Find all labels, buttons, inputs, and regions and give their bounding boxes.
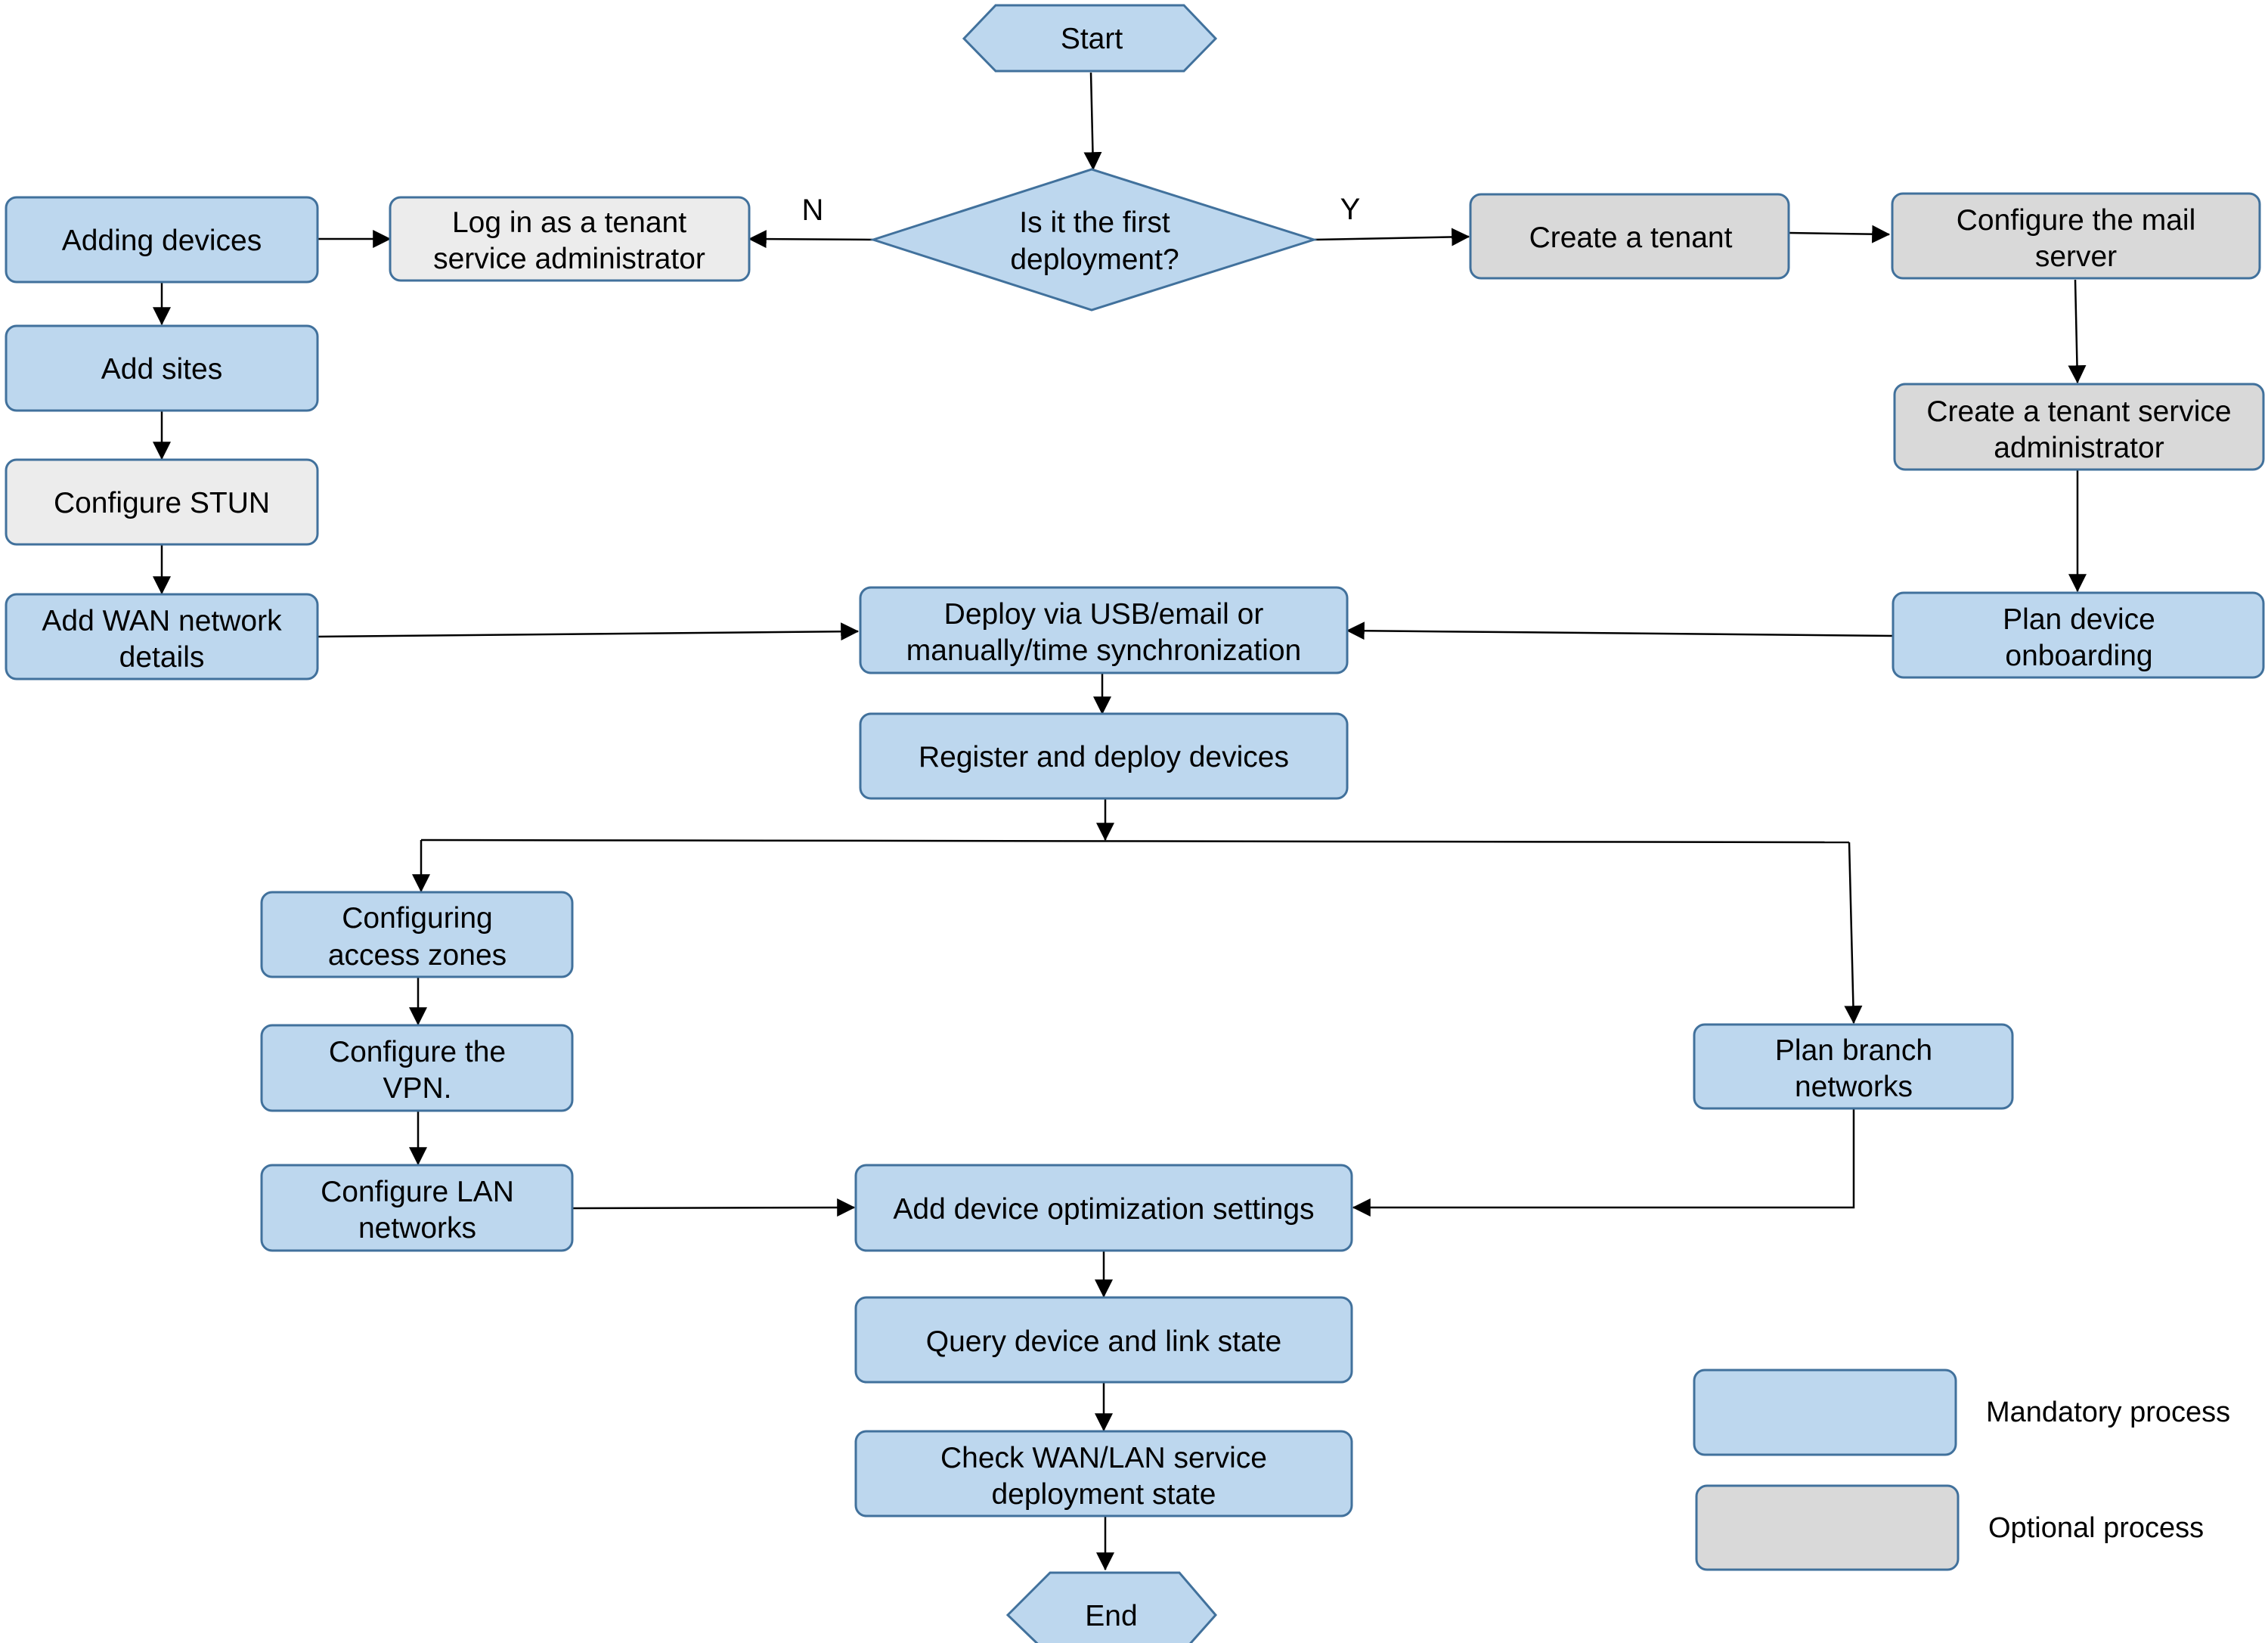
node-configure-vpn: Configure the VPN.	[260, 1024, 574, 1112]
legend-mandatory-label: Mandatory process	[1986, 1397, 2230, 1428]
start-label: Start	[1061, 23, 1123, 55]
edge-label-no: N	[802, 194, 824, 227]
edge-decision-to-login	[748, 230, 874, 249]
edge-create-tenant-to-mail	[1788, 225, 1891, 243]
create-admin-label-line-1: Create a tenant service	[1926, 395, 2231, 428]
optimization-label: Add device optimization settings	[893, 1193, 1314, 1226]
configure-mail-label-line-1: Configure the mail	[1957, 204, 2196, 237]
decision-label-line-2: deployment?	[1010, 243, 1179, 276]
check-state-label-line-2: deployment state	[991, 1478, 1216, 1511]
end-label: End	[1085, 1600, 1137, 1632]
node-configure-stun: Configure STUN	[5, 458, 319, 546]
add-wan-label-line-2: details	[119, 641, 205, 674]
node-plan-device-onboarding: Plan device onboarding	[1892, 591, 2265, 679]
edge-decision-to-create-tenant	[1313, 228, 1470, 246]
deploy-label-line-2: manually/time synchronization	[906, 634, 1301, 667]
vpn-label-line-2: VPN.	[383, 1072, 451, 1105]
lan-label-line-2: networks	[358, 1212, 476, 1245]
add-sites-label: Add sites	[101, 353, 222, 386]
legend-optional-swatch	[1695, 1484, 1960, 1571]
node-add-wan-details: Add WAN network details	[5, 593, 319, 680]
node-register-deploy-devices: Register and deploy devices	[859, 712, 1349, 800]
connectors	[153, 72, 2087, 1571]
node-start: Start	[962, 4, 1218, 73]
edge-add-wan-to-deploy	[317, 622, 860, 641]
edge-start-to-decision	[1083, 72, 1102, 171]
node-adding-devices: Adding devices	[5, 196, 319, 284]
adding-devices-label: Adding devices	[62, 225, 262, 257]
edge-label-yes: Y	[1340, 193, 1361, 226]
access-zones-label-line-1: Configuring	[342, 902, 492, 935]
node-configure-lan-networks: Configure LAN networks	[260, 1164, 574, 1252]
edge-lan-to-optimization	[572, 1198, 856, 1217]
vpn-label-line-1: Configure the	[329, 1036, 506, 1068]
node-add-optimization-settings: Add device optimization settings	[854, 1164, 1353, 1252]
node-deploy-methods: Deploy via USB/email or manually/time sy…	[859, 586, 1349, 674]
node-query-device-link-state: Query device and link state	[854, 1296, 1353, 1384]
legend-optional: Optional process	[1695, 1484, 2204, 1571]
plan-onboarding-label-line-1: Plan device	[2003, 603, 2155, 636]
node-create-tenant: Create a tenant	[1469, 193, 1790, 280]
node-create-tenant-admin: Create a tenant service administrator	[1893, 383, 2265, 471]
edge-split-to-plan-branch	[1844, 842, 1863, 1025]
node-check-deployment-state: Check WAN/LAN service deployment state	[854, 1430, 1353, 1517]
configure-mail-label-line-2: server	[2035, 240, 2117, 273]
check-state-label-line-1: Check WAN/LAN service	[940, 1442, 1267, 1474]
node-end: End	[1005, 1571, 1217, 1643]
node-plan-branch-networks: Plan branch networks	[1693, 1023, 2014, 1110]
legend: Mandatory process Optional process	[1693, 1369, 2230, 1571]
login-label-line-1: Log in as a tenant	[452, 206, 686, 239]
node-configuring-access-zones: Configuring access zones	[260, 891, 574, 978]
login-label-line-2: service administrator	[433, 243, 705, 275]
legend-mandatory: Mandatory process	[1693, 1369, 2230, 1456]
access-zones-label-line-2: access zones	[328, 939, 507, 972]
node-add-sites: Add sites	[5, 324, 319, 412]
add-wan-label-line-1: Add WAN network	[42, 605, 282, 637]
create-admin-label-line-2: administrator	[1994, 432, 2164, 464]
node-log-in-tenant-admin: Log in as a tenant service administrator	[389, 196, 751, 282]
query-state-label: Query device and link state	[926, 1325, 1281, 1358]
decision-label-line-1: Is it the first	[1019, 206, 1170, 239]
plan-branch-label-line-1: Plan branch	[1775, 1034, 1932, 1067]
lan-label-line-1: Configure LAN	[321, 1176, 514, 1208]
plan-branch-label-line-2: networks	[1795, 1071, 1913, 1103]
legend-optional-label: Optional process	[1988, 1512, 2204, 1544]
legend-mandatory-swatch	[1693, 1369, 1957, 1456]
configure-stun-label: Configure STUN	[54, 487, 270, 519]
deploy-label-line-1: Deploy via USB/email or	[944, 598, 1264, 631]
create-tenant-label: Create a tenant	[1529, 222, 1733, 254]
node-configure-mail-server: Configure the mail server	[1891, 192, 2261, 280]
edge-mail-to-create-admin	[2068, 279, 2087, 384]
register-label: Register and deploy devices	[919, 741, 1289, 773]
plan-onboarding-label-line-2: onboarding	[2005, 640, 2152, 672]
node-decision-first-deployment: Is it the first deployment?	[869, 168, 1318, 312]
edge-plan-branch-to-optimization	[1352, 1108, 1855, 1217]
edge-plan-onboarding-to-deploy	[1346, 622, 1894, 640]
edge-split-line	[420, 839, 1850, 844]
